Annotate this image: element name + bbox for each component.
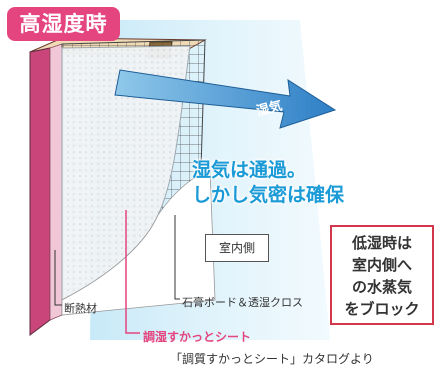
insulation-layer <box>49 43 63 321</box>
message-line-2: しかし気密は確保 <box>192 184 345 206</box>
callout-line-4: をブロック <box>344 300 420 318</box>
sheet-label: 調湿すかっとシート <box>143 330 252 344</box>
title-badge: 高湿度時 <box>7 7 120 41</box>
callout-line-2: 室内側へ <box>351 256 412 274</box>
caption: 「調質すかっとシート」カタログより <box>170 352 374 366</box>
leader-insulation <box>54 250 62 306</box>
callout-line-3: の水蒸気 <box>351 278 412 296</box>
leader-board <box>174 215 180 300</box>
gypsum-board <box>61 169 216 316</box>
board-label: 石膏ボード＆透湿クロス <box>182 296 303 309</box>
message-line-1: 湿気は通過。 <box>192 159 307 181</box>
callout-box: 低湿時は 室内側へ の水蒸気 をブロック <box>330 225 434 325</box>
leader-sheet <box>125 210 140 334</box>
outer-board <box>29 47 51 336</box>
indoor-side-label: 室内側 <box>205 234 269 262</box>
callout-line-1: 低湿時は <box>351 234 412 252</box>
insulation-label: 断熱材 <box>64 302 97 315</box>
vapor-arrow <box>114 69 337 129</box>
